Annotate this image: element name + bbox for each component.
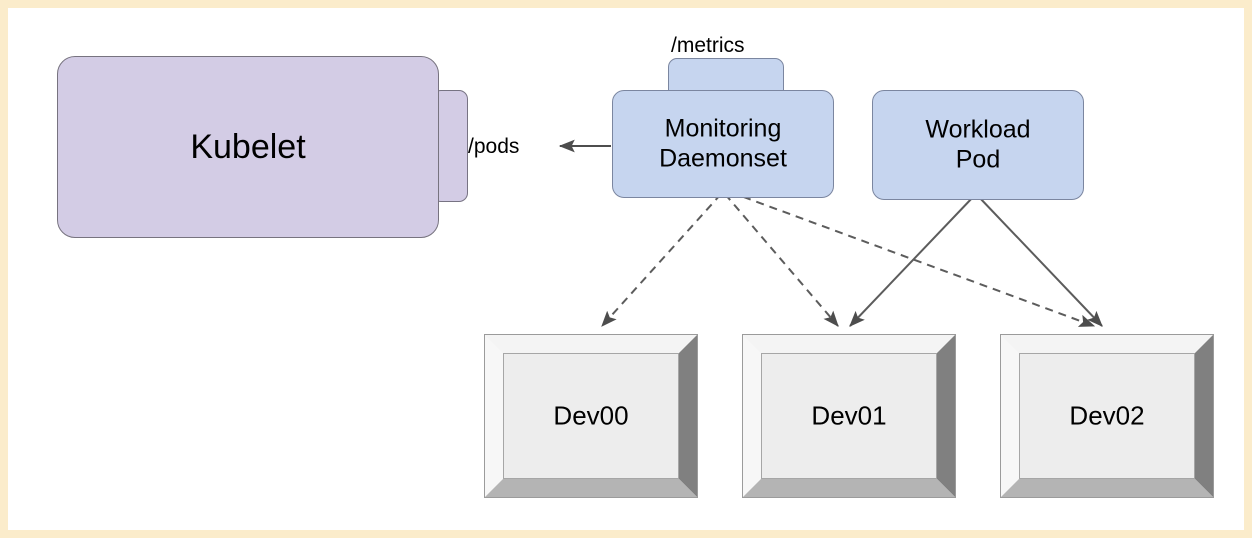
bevel-right <box>937 335 955 497</box>
dev01-label: Dev01 <box>811 400 887 431</box>
node-dev01[interactable]: Dev01 <box>742 334 956 498</box>
edge-workload-to-dev02 <box>977 195 1103 327</box>
node-dev00[interactable]: Dev00 <box>484 334 698 498</box>
node-workload-pod[interactable]: Workload Pod <box>872 90 1084 200</box>
edge-daemonset-to-dev02 <box>729 191 1096 327</box>
kubelet-body[interactable]: Kubelet <box>57 56 439 238</box>
pods-endpoint-label: /pods <box>468 135 520 158</box>
dev01-face: Dev01 <box>761 353 937 479</box>
dev00-bevel <box>485 335 697 497</box>
bevel-left <box>743 335 761 497</box>
bevel-bottom <box>485 479 697 497</box>
edge-daemonset-to-dev01 <box>724 193 839 327</box>
monitoring-daemonset-label: Monitoring Daemonset <box>659 114 787 173</box>
workload-pod-label: Workload Pod <box>925 115 1031 174</box>
dev00-label: Dev00 <box>553 400 629 431</box>
edge-workload-to-dev01 <box>849 195 975 327</box>
bevel-bottom <box>1001 479 1213 497</box>
kubelet-label: Kubelet <box>190 127 306 166</box>
dev00-face: Dev00 <box>503 353 679 479</box>
bevel-top <box>1001 335 1213 353</box>
dev01-bevel <box>743 335 955 497</box>
metrics-endpoint-label: /metrics <box>671 34 745 57</box>
bevel-bottom <box>743 479 955 497</box>
diagram-canvas: Kubelet /pods /metrics Monitoring Daemon… <box>8 8 1244 530</box>
dev02-label: Dev02 <box>1069 400 1145 431</box>
bevel-left <box>485 335 503 497</box>
bevel-right <box>1195 335 1213 497</box>
dev02-bevel <box>1001 335 1213 497</box>
bevel-top <box>743 335 955 353</box>
node-dev02[interactable]: Dev02 <box>1000 334 1214 498</box>
node-kubelet[interactable]: Kubelet <box>57 56 468 252</box>
edge-daemonset-to-dev00 <box>601 193 722 327</box>
monitoring-daemonset-body[interactable]: Monitoring Daemonset <box>612 90 834 198</box>
bevel-left <box>1001 335 1019 497</box>
bevel-top <box>485 335 697 353</box>
node-monitoring-daemonset[interactable]: Monitoring Daemonset <box>612 58 842 206</box>
bevel-right <box>679 335 697 497</box>
dev02-face: Dev02 <box>1019 353 1195 479</box>
